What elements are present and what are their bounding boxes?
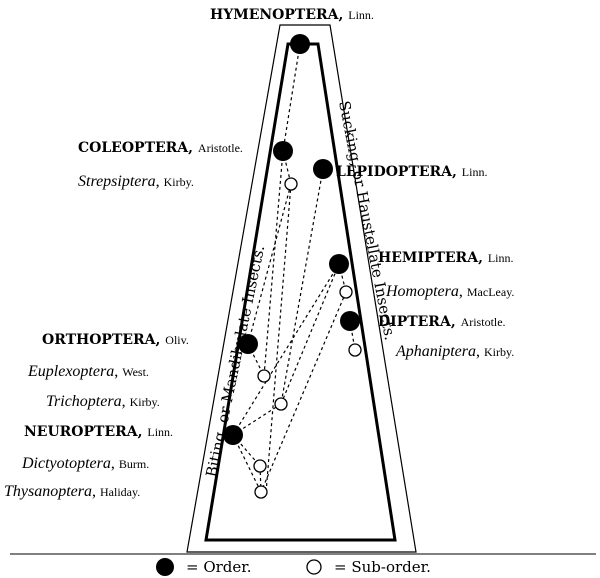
node-coleoptera — [273, 141, 293, 161]
label-coleoptera: COLEOPTERA, Aristotle. — [78, 140, 243, 156]
legend-suborder-icon — [306, 559, 322, 575]
affinity-line — [263, 150, 284, 377]
label-dictyotoptera: Dictyotoptera, Burm. — [21, 455, 149, 472]
legend-order-label: = Order. — [186, 558, 252, 576]
node-strepsiptera — [284, 177, 298, 191]
node-orthoptera — [238, 334, 258, 354]
affinity-line — [282, 43, 301, 152]
affinity-line — [232, 434, 262, 493]
affinity-line — [260, 291, 347, 493]
order-nodes — [223, 34, 360, 445]
label-hymenoptera: HYMENOPTERA, Linn. — [210, 7, 374, 23]
affinity-line — [265, 183, 292, 494]
label-diptera: DIPTERA, Aristotle. — [378, 314, 506, 330]
node-euplexoptera — [257, 369, 271, 383]
affinity-line — [280, 263, 340, 405]
label-euplexoptera: Euplexoptera, West. — [27, 363, 149, 380]
label-neuroptera: NEUROPTERA, Linn. — [24, 424, 173, 440]
suborder-nodes — [253, 177, 362, 499]
legend-order-icon — [156, 558, 174, 576]
affinity-line — [247, 183, 292, 345]
node-aphaniptera — [348, 343, 362, 357]
node-hymenoptera — [290, 34, 310, 54]
node-homoptera — [339, 285, 353, 299]
node-neuroptera — [223, 425, 243, 445]
inner-trapezoid — [204, 42, 397, 542]
label-lepidoptera: LEPIDOPTERA, Linn. — [336, 164, 487, 180]
node-thysanoptera — [254, 485, 268, 499]
label-strepsiptera: Strepsiptera, Kirby. — [78, 173, 194, 190]
node-dictyotoptera — [253, 459, 267, 473]
label-orthoptera: ORTHOPTERA, Oliv. — [42, 332, 189, 348]
label-hemiptera: HEMIPTERA, Linn. — [378, 250, 513, 266]
node-trichoptera — [274, 397, 288, 411]
label-aphaniptera: Aphaniptera, Kirby. — [395, 343, 514, 360]
label-homoptera: Homoptera, MacLeay. — [385, 283, 514, 300]
node-lepidoptera — [313, 159, 333, 179]
affinity-line — [259, 465, 262, 493]
node-diptera — [340, 311, 360, 331]
legend-suborder-label: = Sub-order. — [334, 558, 431, 576]
node-hemiptera — [329, 254, 349, 274]
label-thysanoptera: Thysanoptera, Haliday. — [4, 483, 140, 500]
legend: = Order. = Sub-order. — [156, 558, 431, 576]
affinity-lines — [232, 43, 356, 494]
outer-trapezoid — [186, 24, 417, 553]
label-trichoptera: Trichoptera, Kirby. — [46, 393, 160, 410]
affinity-line — [280, 168, 324, 405]
